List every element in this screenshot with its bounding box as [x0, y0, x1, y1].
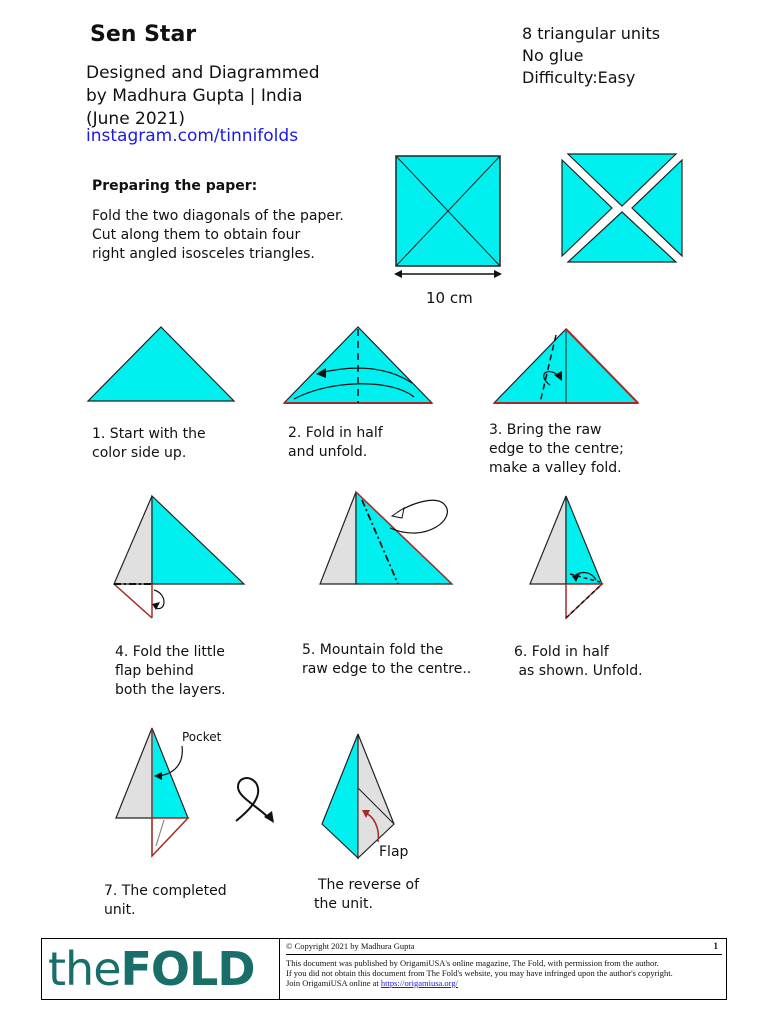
step-1-line-1: 1. Start with the	[92, 426, 206, 442]
step-1-caption: 1. Start with the color side up.	[92, 425, 206, 463]
step-2-line-2: and unfold.	[288, 444, 368, 460]
footer-copyright-row: © Copyright 2021 by Madhura Gupta 1	[286, 941, 722, 955]
pocket-arrow	[154, 745, 183, 780]
turn-over-icon	[235, 777, 274, 823]
logo-the: the	[48, 942, 121, 996]
prep-heading: Preparing the paper:	[92, 178, 258, 194]
step-4-line-1: 4. Fold the little	[115, 644, 225, 660]
flap-label: Flap	[379, 844, 409, 860]
logo-fold: FOLD	[120, 942, 256, 996]
units-count: 8 triangular units	[522, 24, 661, 43]
step-5-line-2: raw edge to the centre..	[302, 661, 472, 677]
dimension-label: 10 cm	[426, 289, 473, 307]
step-4-caption: 4. Fold the little flap behind both the …	[115, 643, 226, 700]
designer-line-1: Designed and Diagrammed	[86, 63, 320, 83]
reverse-line-2: the unit.	[314, 896, 374, 912]
step-2-line-1: 2. Fold in half	[288, 425, 383, 441]
step-2-diagram	[282, 326, 434, 404]
footer-box: theFOLD © Copyright 2021 by Madhura Gupt…	[41, 938, 727, 1000]
step-3-line-2: edge to the centre;	[489, 441, 624, 457]
instagram-link[interactable]: instagram.com/tinnifolds	[86, 126, 299, 146]
reverse-line-1: The reverse of	[318, 877, 420, 893]
step-4-line-2: flap behind	[115, 663, 194, 679]
step-4-diagram	[113, 494, 246, 619]
reverse-unit-diagram	[321, 733, 395, 860]
footer-notice: © Copyright 2021 by Madhura Gupta 1 This…	[286, 941, 722, 988]
difficulty: Difficulty:Easy	[522, 68, 636, 87]
pocket-label: Pocket	[182, 730, 222, 744]
step-5-line-1: 5. Mountain fold the	[302, 642, 444, 658]
step-7-line-1: 7. The completed	[104, 883, 227, 899]
step-7-caption: 7. The completed unit.	[104, 882, 227, 920]
flap-arrow	[362, 810, 380, 843]
designer-credit: Designed and Diagrammed by Madhura Gupta…	[86, 62, 320, 131]
step-6-diagram	[529, 495, 604, 620]
prep-line-1: Fold the two diagonals of the paper.	[92, 208, 344, 224]
reverse-caption: The reverse of the unit.	[314, 876, 419, 914]
step-3-line-1: 3. Bring the raw	[489, 422, 602, 438]
designer-line-2: by Madhura Gupta | India	[86, 86, 303, 106]
step-5-diagram	[319, 490, 454, 585]
step-3-diagram	[492, 328, 640, 404]
footer-line-3: Join OrigamiUSA online at https://origam…	[286, 978, 722, 988]
prep-line-2: Cut along them to obtain four	[92, 227, 301, 243]
square-diagonals-diagram	[394, 155, 502, 278]
page-number: 1	[713, 941, 719, 951]
footer-line-2: If you did not obtain this document from…	[286, 968, 673, 978]
footer-copyright: © Copyright 2021 by Madhura Gupta	[286, 941, 415, 951]
step-3-caption: 3. Bring the raw edge to the centre; mak…	[489, 421, 624, 478]
designer-line-3: (June 2021)	[86, 109, 185, 129]
step-2-caption: 2. Fold in half and unfold.	[288, 424, 383, 462]
the-fold-logo: theFOLD	[42, 939, 280, 999]
step-1-diagram	[86, 326, 236, 402]
origamiusa-link[interactable]: https://origamiusa.org/	[380, 978, 458, 988]
step-1-line-2: color side up.	[92, 445, 187, 461]
footer-join-text: Join OrigamiUSA online at	[286, 978, 381, 988]
cut-triangles-diagram	[561, 153, 683, 263]
step-7-line-2: unit.	[104, 902, 136, 918]
model-meta: 8 triangular units No glue Difficulty:Ea…	[522, 23, 660, 89]
logo-wordmark: theFOLD	[48, 941, 256, 997]
step-6-line-1: 6. Fold in half	[514, 644, 609, 660]
glue-note: No glue	[522, 46, 584, 65]
footer-line-1: This document was published by OrigamiUS…	[286, 958, 659, 968]
step-6-line-2: as shown. Unfold.	[514, 663, 643, 679]
prep-instructions: Fold the two diagonals of the paper. Cut…	[92, 207, 372, 264]
step-3-line-3: make a valley fold.	[489, 460, 622, 476]
prep-line-3: right angled isosceles triangles.	[92, 246, 315, 262]
step-4-line-3: both the layers.	[115, 682, 226, 698]
page-title: Sen Star	[90, 22, 197, 47]
step-5-caption: 5. Mountain fold the raw edge to the cen…	[302, 641, 471, 679]
step-6-caption: 6. Fold in half as shown. Unfold.	[514, 643, 643, 681]
